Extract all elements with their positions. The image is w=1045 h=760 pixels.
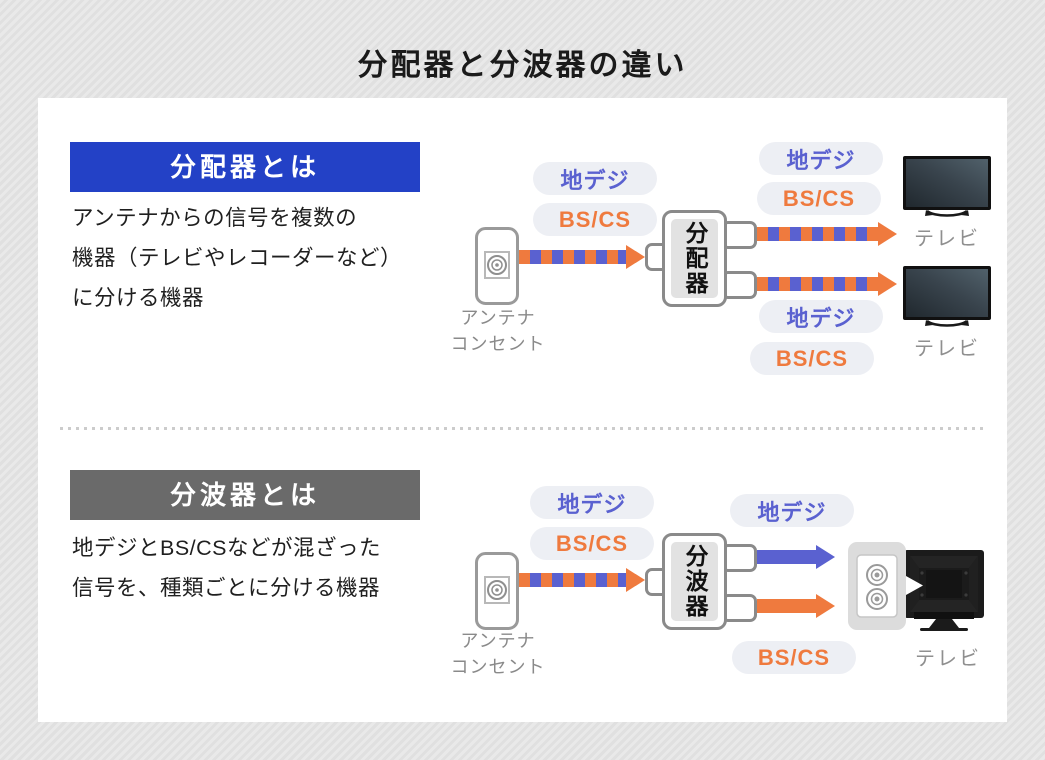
splitter-description-line: に分ける機器 [72, 286, 205, 310]
arrow-head [878, 222, 897, 246]
splitter-section-header: 分配器とは [70, 142, 420, 192]
satellite-signal-pill: BS/CS [750, 342, 874, 375]
arrow-head [816, 594, 835, 618]
splitter-description-line: 機器（テレビやレコーダーなど） [72, 246, 403, 270]
terrestrial-output-arrow [757, 545, 835, 569]
splitter-description: アンテナからの信号を複数の 機器（テレビやレコーダーなど） に分ける機器 [72, 198, 402, 318]
terrestrial-signal-pill: 地デジ [530, 486, 654, 519]
antenna-outlet-icon [475, 227, 519, 305]
satellite-signal-pill: BS/CS [732, 641, 856, 674]
tv-icon [903, 156, 991, 220]
satellite-signal-pill: BS/CS [533, 203, 657, 236]
section-divider [60, 427, 985, 430]
tv-label: テレビ [914, 228, 980, 250]
content-card: 分配器とは アンテナからの信号を複数の 機器（テレビやレコーダーなど） に分ける… [38, 98, 1007, 722]
splitter-device: 分配器 [662, 210, 727, 307]
mixed-output-arrow [757, 272, 897, 296]
satellite-output-arrow [757, 594, 835, 618]
terrestrial-signal-pill: 地デジ [730, 494, 854, 527]
antenna-outlet-label: アンテナ コンセント [450, 308, 546, 354]
arrow-head [816, 545, 835, 569]
arrow-head [878, 272, 897, 296]
arrow-head [626, 568, 645, 592]
page-title: 分配器と分波器の違い [357, 49, 688, 82]
separator-device-label: 分波器 [682, 544, 708, 619]
tv-label: テレビ [914, 338, 980, 360]
tv-label: テレビ [915, 648, 981, 670]
mixed-output-arrow [757, 222, 897, 246]
splitter-description-line: アンテナからの信号を複数の [72, 206, 358, 230]
arrow-head [626, 245, 645, 269]
separator-description-line: 信号を、種類ごとに分ける機器 [72, 576, 381, 600]
splitter-output-port [721, 221, 757, 249]
tv-rear-icon [848, 538, 988, 633]
separator-section-header: 分波器とは [70, 470, 420, 520]
splitter-device-label: 分配器 [682, 221, 708, 296]
satellite-signal-pill: BS/CS [757, 182, 881, 215]
separator-description-line: 地デジとBS/CSなどが混ざった [72, 536, 382, 560]
antenna-outlet-label: アンテナ コンセント [450, 631, 546, 677]
tv-icon [903, 266, 991, 330]
terrestrial-signal-pill: 地デジ [759, 142, 883, 175]
mixed-signal-arrow [519, 568, 645, 592]
separator-description: 地デジとBS/CSなどが混ざった 信号を、種類ごとに分ける機器 [72, 528, 381, 608]
terrestrial-signal-pill: 地デジ [759, 300, 883, 333]
separator-device: 分波器 [662, 533, 727, 630]
antenna-outlet-icon [475, 552, 519, 630]
terrestrial-signal-pill: 地デジ [533, 162, 657, 195]
satellite-signal-pill: BS/CS [530, 527, 654, 560]
mixed-signal-arrow [519, 245, 645, 269]
